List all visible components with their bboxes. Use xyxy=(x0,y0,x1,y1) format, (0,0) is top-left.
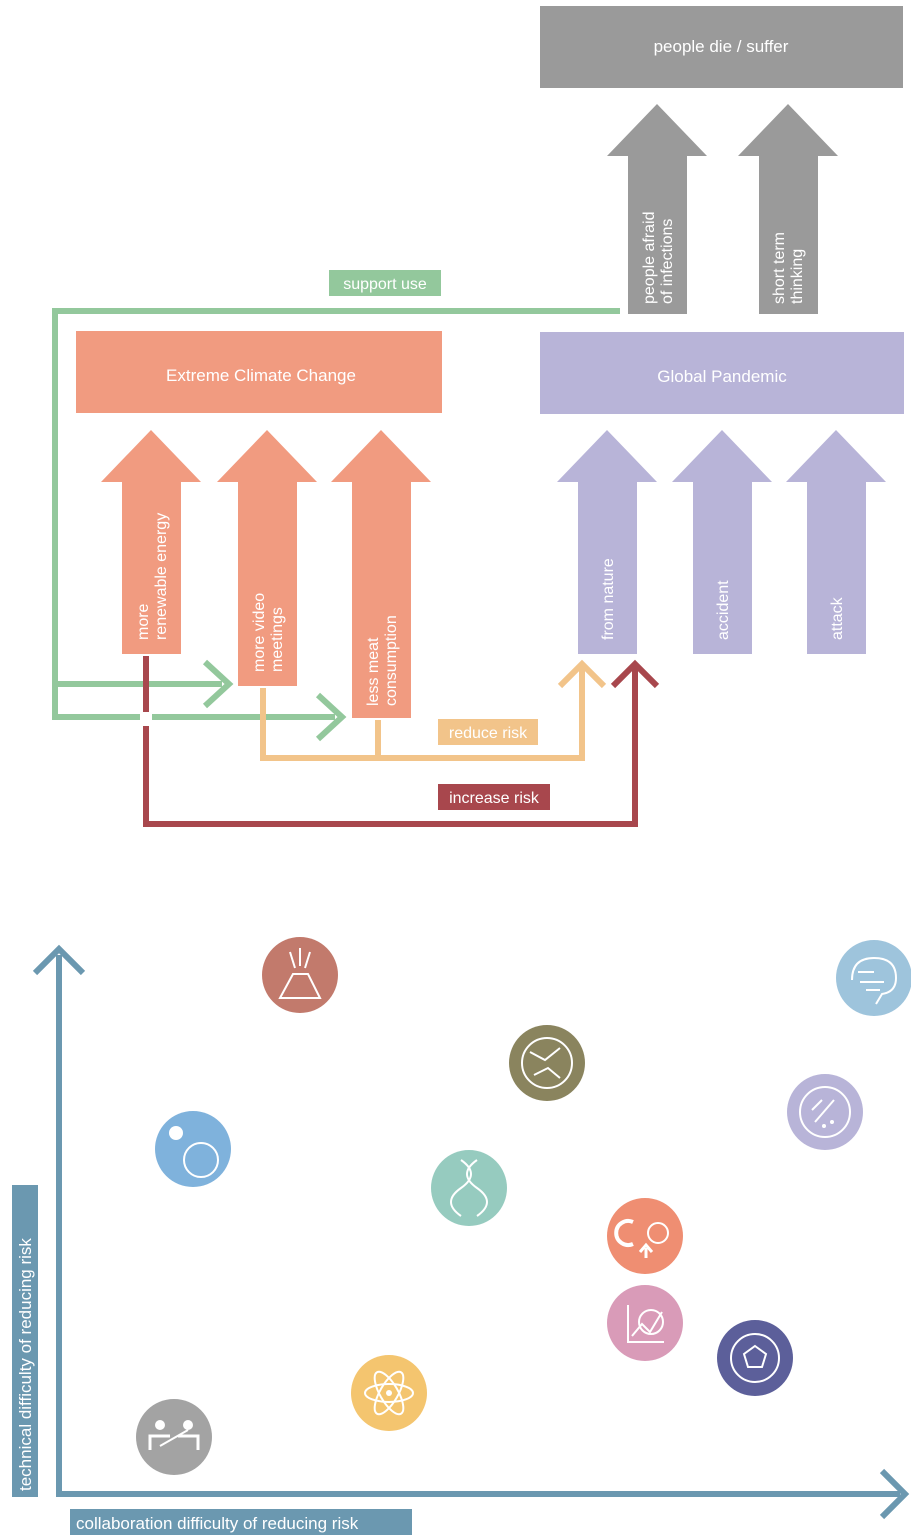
attack-arrow xyxy=(786,430,886,654)
synthetic-biology-icon xyxy=(431,1150,507,1226)
increase-risk-line xyxy=(143,656,638,827)
climate-title: Extreme Climate Change xyxy=(166,366,356,385)
renewable-arrow-label: more renewable energy xyxy=(135,513,170,640)
support-use-line xyxy=(52,308,620,720)
reduce-risk-line xyxy=(260,668,585,761)
people-die-label: people die / suffer xyxy=(654,37,789,56)
artificial-intelligence-icon xyxy=(836,940,911,1016)
accident-arrow xyxy=(672,430,772,654)
pandemic-icon xyxy=(787,1074,863,1150)
reduce-risk-tag xyxy=(438,719,538,745)
increase-risk-gap-top xyxy=(140,712,152,726)
bad-global-governance-icon xyxy=(136,1399,212,1475)
less-meat-arrow xyxy=(331,430,431,718)
support-use-tag xyxy=(329,270,441,296)
support-use-arrowhead-video xyxy=(202,659,234,709)
video-meetings-arrow-label: more video meetings xyxy=(251,588,286,672)
renewable-arrow xyxy=(101,430,201,654)
ecological-collapse-icon xyxy=(509,1025,585,1101)
global-system-collapse-icon xyxy=(607,1285,683,1361)
short-term-arrow xyxy=(738,104,838,314)
from-nature-arrow-label: from nature xyxy=(600,558,617,640)
nanotechnology-icon xyxy=(717,1320,793,1396)
x-axis-tag xyxy=(70,1509,412,1535)
x-axis-label: collaboration difficulty of reducing ris… xyxy=(76,1514,359,1533)
support-use-arrowhead-meat xyxy=(315,692,347,742)
pandemic-box xyxy=(540,332,904,414)
increase-risk-arrowhead xyxy=(610,659,660,689)
increase-risk-tag xyxy=(438,784,550,810)
increase-risk-label: increase risk xyxy=(449,790,540,807)
reduce-risk-arrowhead xyxy=(557,659,607,689)
people-die-box xyxy=(540,6,903,88)
pandemic-title: Global Pandemic xyxy=(657,367,787,386)
attack-arrow-label: attack xyxy=(829,596,846,640)
afraid-arrow xyxy=(607,104,707,314)
from-nature-arrow xyxy=(557,430,657,654)
supervolcano-icon xyxy=(262,937,338,1013)
y-axis-arrowhead xyxy=(32,944,86,976)
short-term-arrow-label: short term thinking xyxy=(771,228,806,304)
accident-arrow-label: accident xyxy=(715,580,732,640)
asteroid-impact-icon xyxy=(155,1111,231,1187)
y-axis-label: technical difficulty of reducing risk xyxy=(16,1238,35,1491)
x-axis-arrowhead xyxy=(879,1468,910,1520)
y-axis-tag xyxy=(12,1185,38,1497)
support-use-label: support use xyxy=(343,276,427,293)
climate-box xyxy=(76,331,442,413)
less-meat-arrow-label: less meat consumption xyxy=(365,615,400,706)
climate-change-icon xyxy=(607,1198,683,1274)
video-meetings-arrow xyxy=(217,430,317,686)
reduce-risk-label: reduce risk xyxy=(449,725,528,742)
nuclear-war-icon xyxy=(351,1355,427,1431)
afraid-arrow-label: people afraid of infections xyxy=(641,207,676,304)
